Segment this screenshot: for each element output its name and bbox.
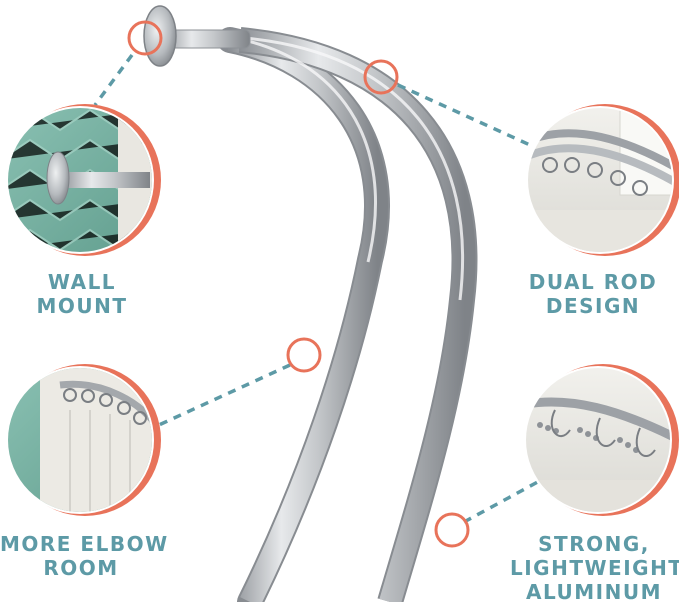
label-strong-aluminum: STRONG, LIGHTWEIGHT ALUMINUM xyxy=(510,532,679,604)
marker-circles xyxy=(127,20,470,548)
label-line: DESIGN xyxy=(545,294,641,318)
label-line: DUAL ROD xyxy=(528,270,658,294)
label-elbow-room: MORE ELBOW ROOM xyxy=(0,532,169,580)
label-line: ALUMINUM xyxy=(526,580,662,604)
label-line: WALL xyxy=(47,270,117,294)
label-line: MOUNT xyxy=(36,294,128,318)
label-line: STRONG, xyxy=(538,532,650,556)
strong-rod-detail-image xyxy=(524,364,679,516)
curved-rods xyxy=(217,27,478,602)
dual-rod-detail-image xyxy=(526,104,679,256)
elbow-room-detail-image xyxy=(6,364,161,516)
label-line: ROOM xyxy=(43,556,119,580)
label-line: MORE ELBOW xyxy=(0,532,169,556)
label-dual-rod: DUAL ROD DESIGN xyxy=(508,270,678,318)
label-line: LIGHTWEIGHT xyxy=(510,556,679,580)
callout-lines xyxy=(93,53,546,524)
label-wall-mount: WALL MOUNT xyxy=(18,270,146,318)
wall-mount-detail-image xyxy=(6,104,161,256)
